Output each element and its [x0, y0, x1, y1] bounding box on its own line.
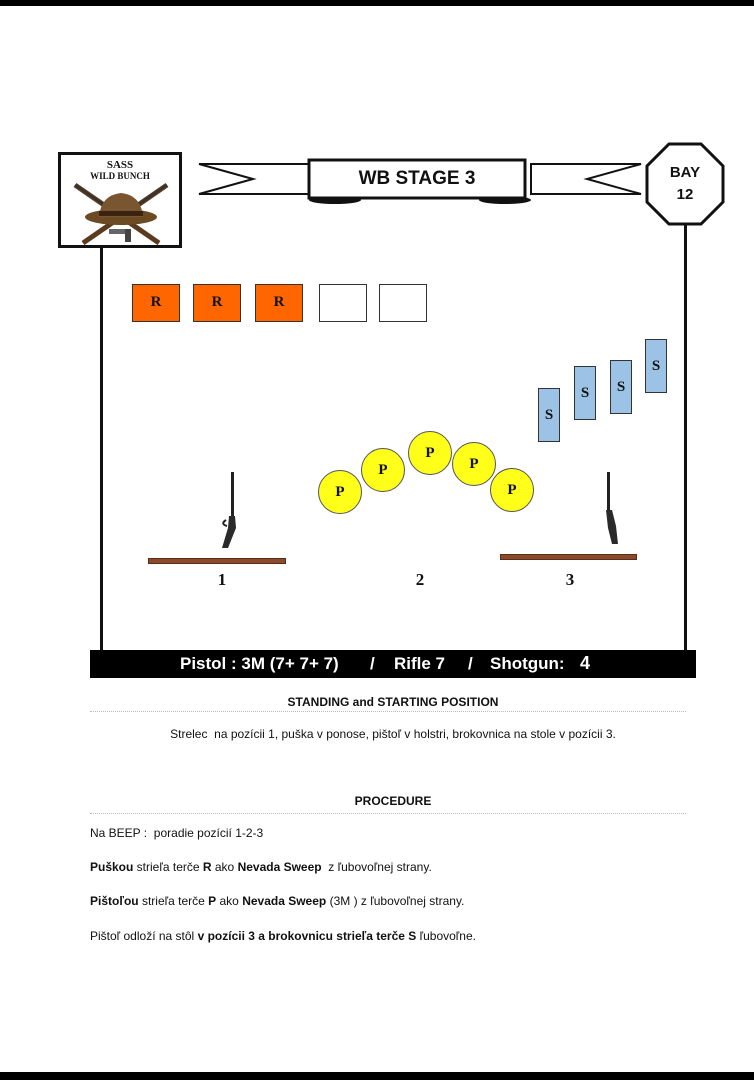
text-bold: R [202, 860, 212, 874]
rifle-target: R [193, 284, 241, 322]
text-run: ako [216, 894, 243, 908]
bay-number: 12 [676, 186, 694, 203]
frame-right-line [684, 224, 687, 650]
empty-target [379, 284, 427, 322]
frame-left-line [100, 248, 103, 650]
ammo-separator: / [468, 654, 473, 673]
bay-label: BAY [669, 164, 701, 181]
shotgun-icon [606, 472, 618, 544]
table-position-3 [500, 554, 637, 560]
text-run: z ľubovoľnej strany. [321, 860, 432, 874]
divider [90, 711, 686, 712]
text-run: ako [211, 860, 238, 874]
text-bold: Nevada Sweep [237, 860, 322, 874]
table-position-1 [148, 558, 286, 564]
procedure-title: PROCEDURE [354, 794, 432, 808]
procedure-line-1: Na BEEP : poradie pozícií 1-2-3 [90, 826, 264, 840]
text-bold: P [208, 894, 217, 908]
rifle-target: R [132, 284, 180, 322]
divider [90, 813, 686, 814]
procedure-line-2: Puškou strieľa terče R ako Nevada Sweep … [90, 860, 432, 874]
pistol-target: P [361, 448, 405, 492]
logo-line1: SASS [106, 159, 134, 171]
position-2-label: 2 [415, 570, 425, 589]
text-bold: Nevada Sweep [242, 894, 327, 908]
shotgun-target: S [538, 388, 560, 442]
standing-title: STANDING and STARTING POSITION [287, 695, 499, 709]
text-run: strieľa terče [133, 860, 203, 874]
position-1-label: 1 [217, 570, 227, 589]
pistol-target: P [408, 431, 452, 475]
procedure-line-3: Pištoľou strieľa terče P ako Nevada Swee… [90, 894, 464, 908]
hat-and-guns-icon [73, 182, 169, 245]
ammo-separator: / [370, 654, 375, 673]
procedure-line-4: Pištoľ odloží na stôl v pozícii 3 a brok… [90, 929, 476, 943]
text-bold: Puškou [90, 860, 134, 874]
bottom-border [0, 1072, 754, 1080]
shotgun-target: S [574, 366, 596, 420]
pistol-target: P [452, 442, 496, 486]
sass-wild-bunch-logo: SASS WILD BUNCH [58, 152, 182, 248]
ammo-bar: Pistol : 3M (7+ 7+ 7) / Rifle 7 / Shotgu… [90, 650, 696, 678]
rifle-icon [222, 472, 236, 548]
stage-title: WB STAGE 3 [358, 168, 476, 189]
text-run: ľubovoľne. [416, 929, 476, 943]
ammo-pistol: Pistol : 3M (7+ 7+ 7) [180, 654, 339, 673]
position-3-label: 3 [565, 570, 575, 589]
top-border [0, 0, 754, 6]
empty-target [319, 284, 367, 322]
ammo-shotgun-count: 4 [580, 653, 591, 673]
text-run: (3M ) z ľubovoľnej strany. [326, 894, 465, 908]
text-bold: v pozícii 3 a brokovnicu strieľa terče S [197, 929, 417, 943]
ammo-rifle: Rifle 7 [394, 654, 446, 673]
shotgun-target: S [645, 339, 667, 393]
text-bold: Pištoľou [90, 894, 139, 908]
pistol-target: P [490, 468, 534, 512]
logo-line2: WILD BUNCH [90, 171, 150, 181]
stage-banner [198, 158, 642, 204]
bay-octagon [645, 142, 725, 226]
standing-text: Strelec na pozícii 1, puška v ponose, pi… [170, 727, 616, 741]
pistol-target: P [318, 470, 362, 514]
rifle-target: R [255, 284, 303, 322]
ammo-shotgun-label: Shotgun: [490, 654, 565, 673]
shotgun-target: S [610, 360, 632, 414]
text-run: strieľa terče [138, 894, 209, 908]
text-run: Pištoľ odloží na stôl [90, 929, 198, 943]
